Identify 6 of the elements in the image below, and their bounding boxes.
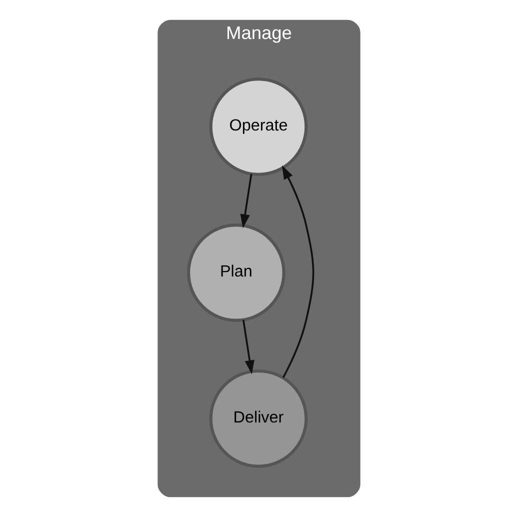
arrow [242,320,254,374]
node-circle: Plan [186,224,285,322]
node-circle: Operate [208,78,308,176]
arrow [281,165,314,378]
node-circle: Deliver [208,369,308,468]
arrow [240,174,252,228]
